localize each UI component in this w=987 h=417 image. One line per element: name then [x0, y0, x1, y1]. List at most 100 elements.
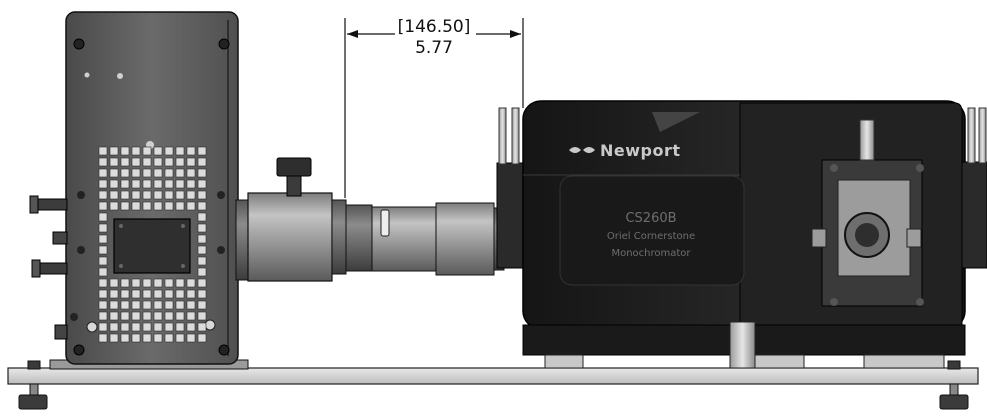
vent-hole [197, 201, 207, 211]
vent-hole [197, 168, 207, 178]
vent-hole [175, 300, 185, 310]
vent-hole [131, 311, 141, 321]
vent-hole [197, 278, 207, 288]
vent-hole [197, 300, 207, 310]
vent-hole [109, 146, 119, 156]
newport-logo-icon [569, 147, 595, 153]
vent-hole [164, 201, 174, 211]
vent-hole [142, 333, 152, 343]
brand-name: Newport [600, 141, 681, 160]
vent-hole [131, 146, 141, 156]
dimension-label-value: 5.77 [415, 38, 453, 58]
vent-hole [98, 267, 108, 277]
dimension-callout [344, 18, 524, 198]
vent-hole [120, 190, 130, 200]
vent-hole [175, 190, 185, 200]
vent-hole [175, 333, 185, 343]
vent-hole [186, 311, 196, 321]
vent-hole [153, 311, 163, 321]
vent-hole [186, 157, 196, 167]
vent-hole [142, 157, 152, 167]
vent-hole [120, 278, 130, 288]
vent-hole [186, 168, 196, 178]
vent-hole [197, 234, 207, 244]
vent-hole [120, 157, 130, 167]
vent-hole [153, 201, 163, 211]
vent-hole [98, 146, 108, 156]
vent-hole [142, 190, 152, 200]
monochromator-base [522, 321, 966, 369]
vent-hole [98, 333, 108, 343]
vent-hole [186, 289, 196, 299]
vent-hole [131, 322, 141, 332]
vent-hole [142, 322, 152, 332]
vent-hole [175, 168, 185, 178]
vent-hole [142, 146, 152, 156]
leveling-foot-right [939, 360, 969, 410]
lamp-housing [49, 11, 249, 370]
vent-hole [153, 179, 163, 189]
vent-hole [109, 179, 119, 189]
vent-hole [164, 322, 174, 332]
vent-hole [131, 168, 141, 178]
vent-hole [164, 300, 174, 310]
vent-hole [186, 278, 196, 288]
vent-hole [186, 300, 196, 310]
product-name-line-2: Monochromator [611, 248, 691, 259]
vent-hole [175, 278, 185, 288]
vent-hole [98, 256, 108, 266]
vent-hole [109, 289, 119, 299]
vent-hole [131, 300, 141, 310]
vent-hole [98, 168, 108, 178]
vent-hole [131, 289, 141, 299]
vent-hole [164, 311, 174, 321]
vent-hole [175, 201, 185, 211]
vent-hole [109, 311, 119, 321]
vent-hole [98, 311, 108, 321]
leveling-foot-left [18, 360, 48, 410]
vent-hole [131, 333, 141, 343]
vent-hole [98, 190, 108, 200]
vent-hole [186, 190, 196, 200]
vent-hole [120, 322, 130, 332]
dimension-label-bracketed: [146.50] [398, 17, 471, 37]
vent-hole [164, 190, 174, 200]
vent-hole [175, 157, 185, 167]
vent-hole [109, 300, 119, 310]
vent-hole [142, 311, 152, 321]
vent-hole [175, 146, 185, 156]
power-connector-upper [29, 195, 68, 214]
output-port-right [961, 107, 987, 269]
base-plate [7, 367, 979, 385]
vent-hole [131, 179, 141, 189]
vent-hole [120, 333, 130, 343]
vent-hole [109, 168, 119, 178]
ventilation-grid [98, 146, 207, 343]
vent-hole [175, 311, 185, 321]
vent-hole [131, 190, 141, 200]
vent-hole [197, 179, 207, 189]
model-number: CS260B [625, 211, 676, 226]
vent-hole [131, 201, 141, 211]
optics-tube-assembly [235, 192, 505, 282]
vent-hole [175, 179, 185, 189]
vent-hole [109, 157, 119, 167]
side-fitting-bottom [54, 324, 68, 340]
vent-hole [153, 190, 163, 200]
vent-hole [153, 278, 163, 288]
vent-hole [109, 190, 119, 200]
vent-hole [175, 322, 185, 332]
vent-hole [164, 146, 174, 156]
vent-hole [153, 322, 163, 332]
vent-hole [109, 201, 119, 211]
vent-hole [98, 278, 108, 288]
vent-hole [153, 289, 163, 299]
power-connector-lower [31, 259, 68, 278]
product-name-line-1: Oriel Cornerstone [607, 231, 695, 242]
vent-hole [197, 212, 207, 222]
vent-hole [164, 289, 174, 299]
vent-hole [98, 289, 108, 299]
vent-hole [98, 201, 108, 211]
vent-hole [109, 322, 119, 332]
